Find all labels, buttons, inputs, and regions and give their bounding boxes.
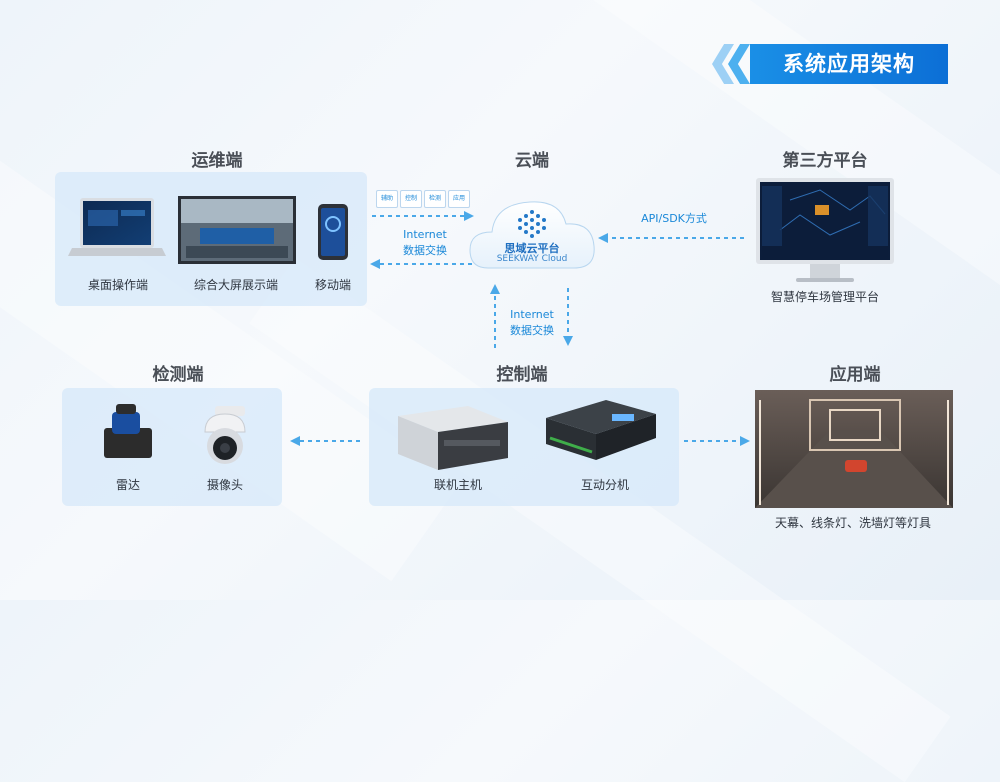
camera-icon [204,406,246,464]
label-big-screen: 综合大屏展示端 [193,278,278,292]
section-title-application: 应用端 [829,365,881,385]
label-mobile: 移动端 [314,278,351,292]
link-third-party-api: API/SDK方式 [641,212,707,225]
section-title-cloud: 云端 [515,151,549,171]
cloud-name-en: SEEKWAY Cloud [496,254,568,264]
label-host: 联机主机 [433,478,482,492]
cloud-chip: 辅助 [376,190,398,208]
banner-title: 系统应用架构 [750,44,948,84]
link-ops-cloud-cn: 数据交换 [403,244,447,257]
big-screen-icon [178,196,296,264]
arrowheads [290,211,750,446]
connector-arrows [298,215,744,442]
laptop-icon [68,198,166,256]
cloud-chip-group: 辅助 控制 检测 应用 [376,190,472,208]
cloud-logo-icon [518,210,546,238]
label-camera: 摄像头 [206,478,243,492]
section-title-control: 控制端 [496,365,548,385]
label-application-caption: 天幕、线条灯、洗墙灯等灯具 [774,516,931,530]
section-title-third-party: 第三方平台 [782,151,868,171]
cloud-chip: 控制 [400,190,422,208]
cloud-name-cn: 思域云平台 [504,242,560,255]
mobile-phone-icon [318,204,348,260]
label-radar: 雷达 [115,478,140,492]
label-desktop: 桌面操作端 [87,278,148,292]
label-splitter: 互动分机 [580,478,629,492]
cloud-chip: 应用 [448,190,470,208]
device-illustrations [68,178,953,508]
cloud-chip: 检测 [424,190,446,208]
title-banner: 系统应用架构 [712,44,948,84]
monitor-icon [756,178,894,282]
server-icon [398,406,508,470]
link-cloud-control-cn: 数据交换 [510,324,554,337]
radar-icon [104,404,152,458]
link-ops-cloud-en: Internet [403,228,447,241]
link-cloud-control-en: Internet [510,308,554,321]
label-third-party-platform: 智慧停车场管理平台 [770,290,879,304]
splitter-icon [546,400,656,460]
section-title-ops: 运维端 [191,151,243,171]
tunnel-photo [755,390,953,508]
section-title-detection: 检测端 [152,365,204,385]
detection-panel [62,388,282,506]
